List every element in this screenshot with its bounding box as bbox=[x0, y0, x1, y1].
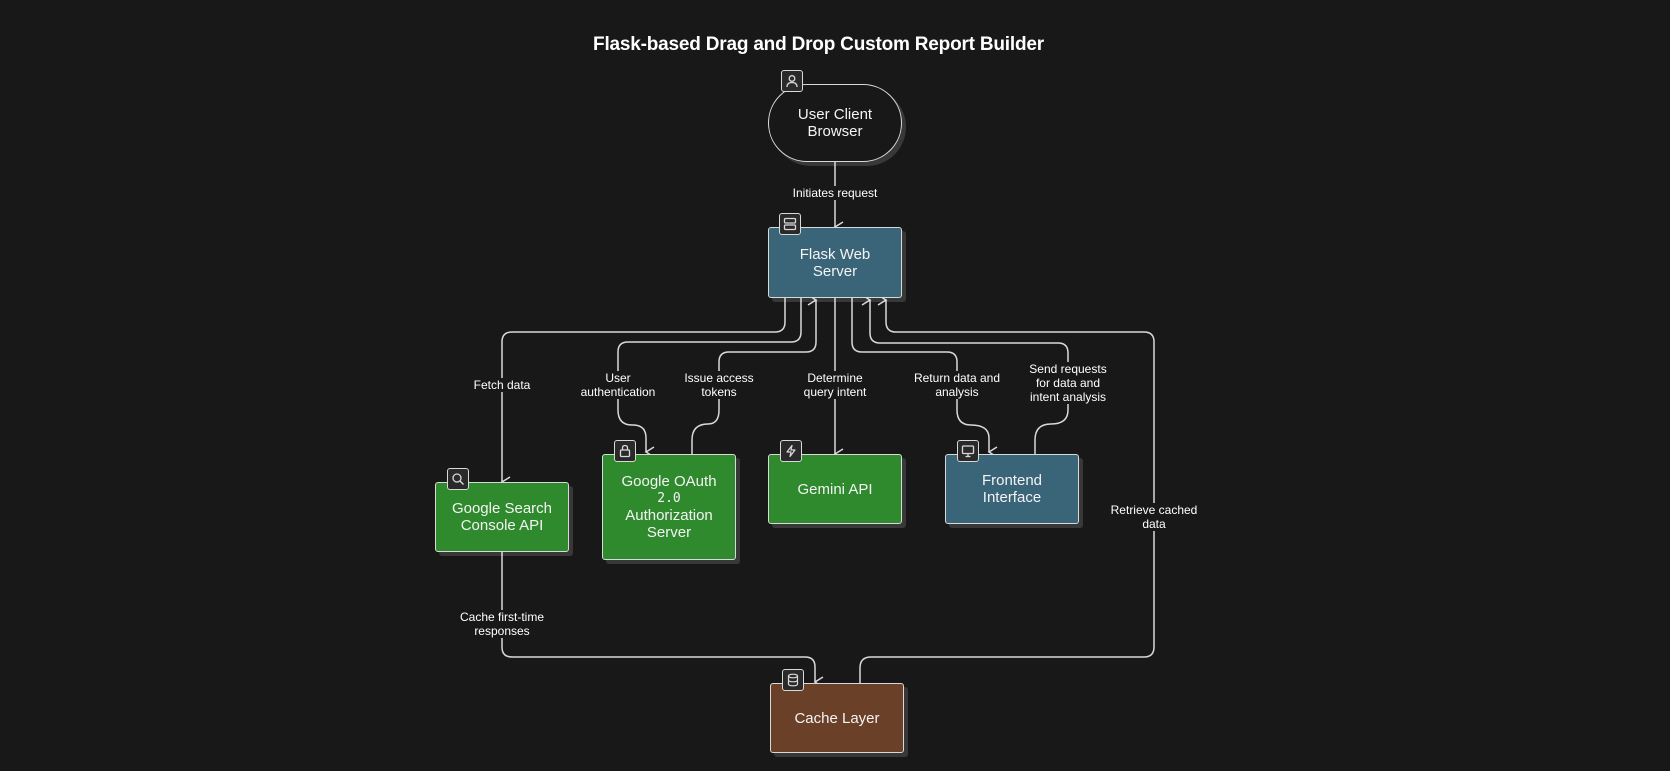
node-label: Gemini API bbox=[797, 480, 873, 498]
user-icon bbox=[781, 70, 803, 92]
edge-issue-access-tokens bbox=[691, 294, 818, 454]
edge-fetch-data bbox=[500, 298, 786, 488]
edge-send-requests bbox=[861, 294, 1069, 454]
node-gemini-api[interactable]: Gemini API bbox=[768, 454, 902, 524]
lock-icon bbox=[614, 440, 636, 462]
edge-retrieve-cached bbox=[859, 294, 1155, 683]
node-label: Cache Layer bbox=[794, 709, 880, 727]
node-label-line1: Google OAuth bbox=[621, 473, 717, 490]
diagram-title: Flask-based Drag and Drop Custom Report … bbox=[593, 34, 1044, 55]
node-frontend-interface[interactable]: Frontend Interface bbox=[945, 454, 1079, 524]
server-icon bbox=[779, 213, 801, 235]
node-cache-layer[interactable]: Cache Layer bbox=[770, 683, 904, 753]
edge-cache-first-time bbox=[501, 552, 824, 688]
edge-label-return-data-analysis: Return data and analysis bbox=[911, 371, 1003, 399]
edge-label-fetch-data: Fetch data bbox=[471, 378, 533, 392]
search-icon bbox=[447, 468, 469, 490]
node-label: Google Search Console API bbox=[451, 500, 553, 534]
edge-label-user-authentication: User authentication bbox=[578, 371, 658, 399]
edge-label-retrieve-cached: Retrieve cached data bbox=[1108, 503, 1200, 531]
edge-label-send-requests: Send requests for data and intent analys… bbox=[1027, 362, 1109, 404]
edge-return-data-analysis bbox=[851, 298, 998, 458]
database-icon bbox=[782, 669, 804, 691]
node-google-oauth-server[interactable]: Google OAuth 2.0 Authorization Server bbox=[602, 454, 736, 560]
edge-label-determine-query-intent: Determine query intent bbox=[801, 371, 869, 399]
node-google-search-console-api[interactable]: Google Search Console API bbox=[435, 482, 569, 552]
bolt-icon bbox=[780, 440, 802, 462]
node-label-line2: 2.0 bbox=[657, 491, 681, 506]
node-label: Flask Web Server bbox=[799, 245, 871, 280]
edge-label-cache-first-time: Cache first-time responses bbox=[457, 610, 547, 638]
node-user-client-browser[interactable]: User Client Browser bbox=[768, 84, 902, 162]
node-label-line3: Authorization Server bbox=[625, 507, 713, 541]
edge-label-issue-access-tokens: Issue access tokens bbox=[682, 371, 756, 399]
edge-label-initiates-request: Initiates request bbox=[790, 186, 880, 200]
node-label: Frontend Interface bbox=[981, 472, 1043, 506]
node-label: User Client Browser bbox=[797, 106, 873, 140]
monitor-icon bbox=[957, 440, 979, 462]
node-flask-web-server[interactable]: Flask Web Server bbox=[768, 227, 902, 298]
